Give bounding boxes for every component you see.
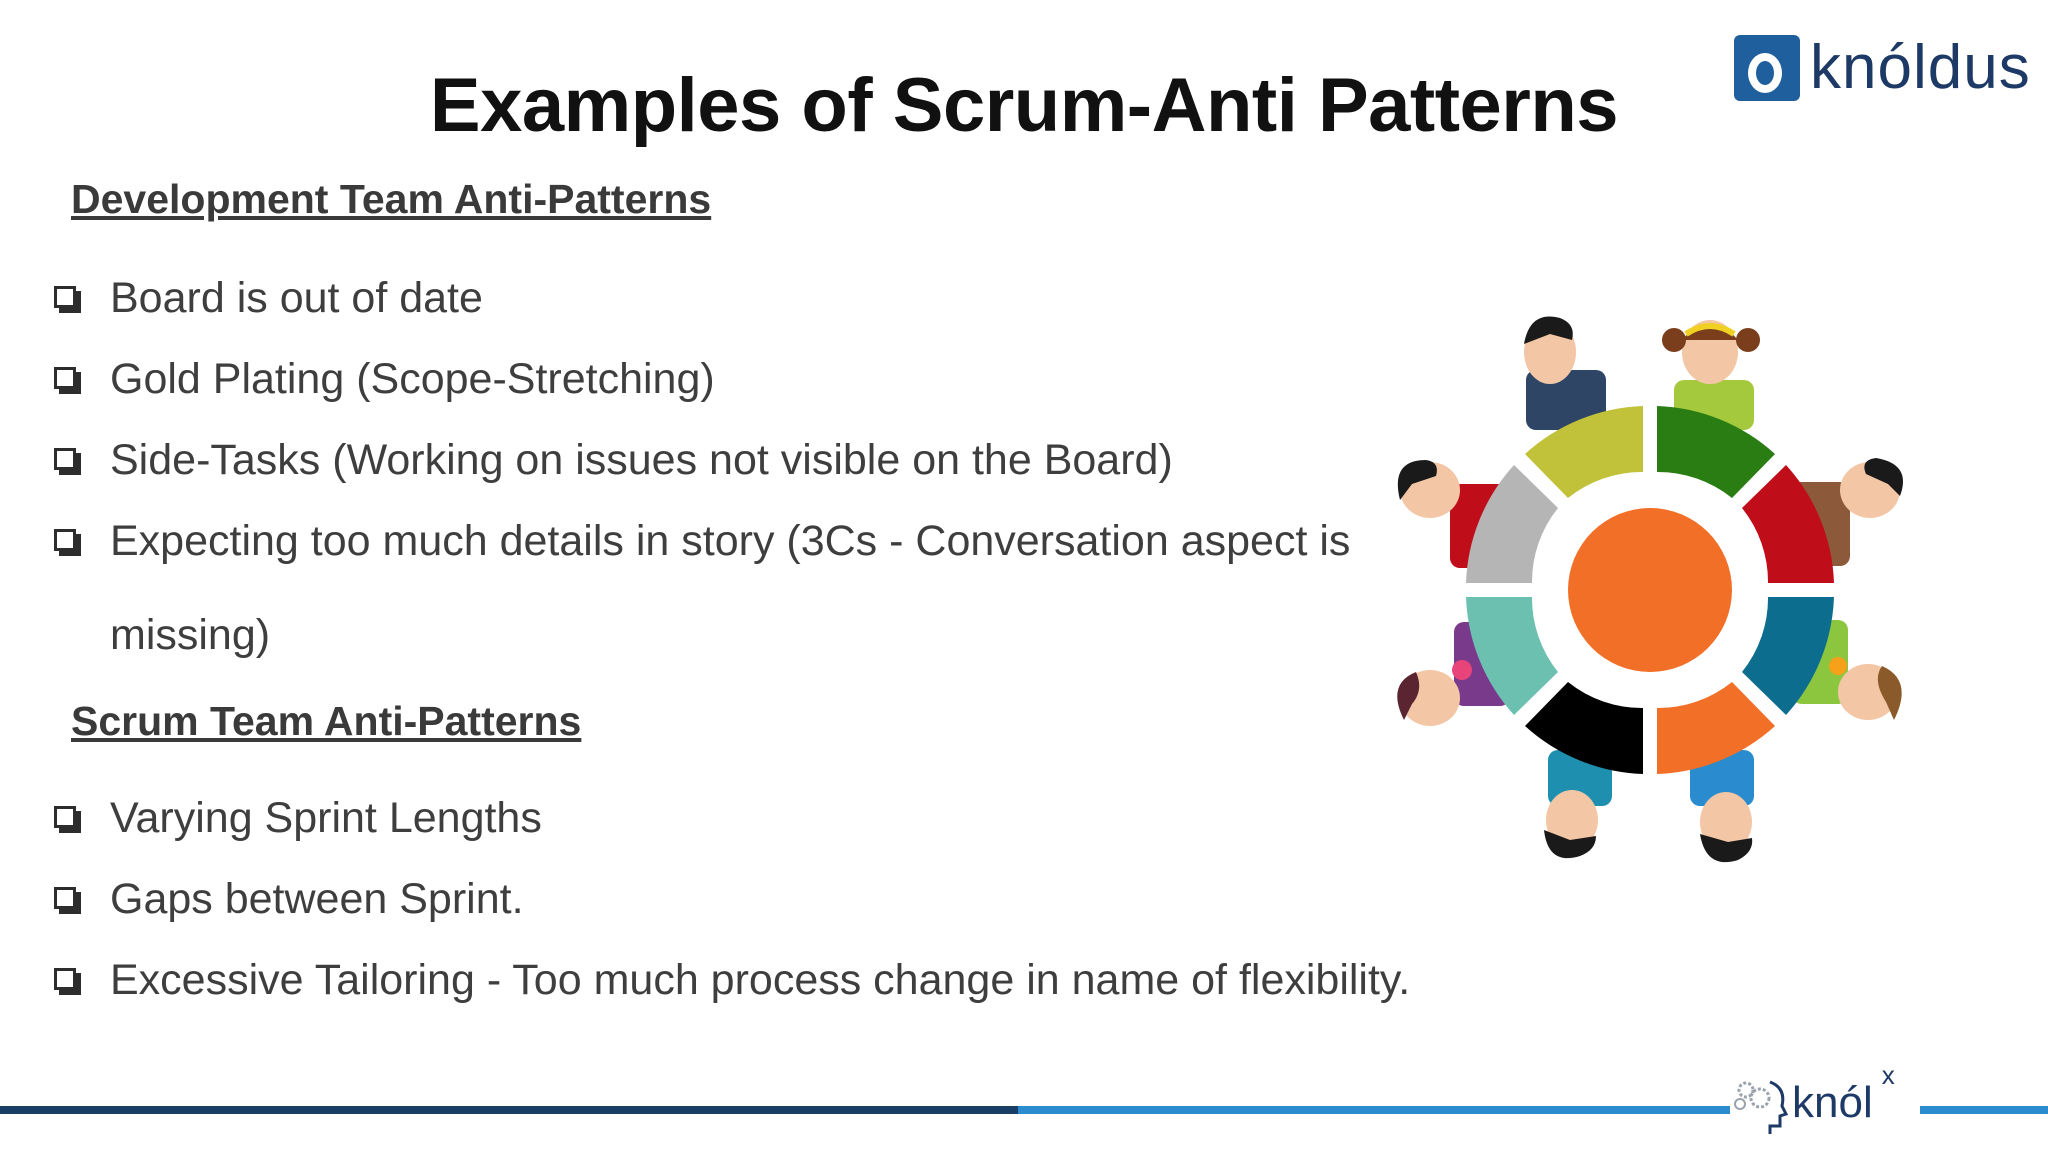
person-bottom-right xyxy=(1690,750,1754,863)
knolx-gears-icon xyxy=(1734,1080,1789,1134)
list-item: Varying Sprint Lengths xyxy=(54,792,1430,844)
list-item-text: Gaps between Sprint. xyxy=(110,875,524,923)
footer-bar-dark xyxy=(0,1106,1018,1114)
round-table xyxy=(1466,406,1834,774)
knoldus-logo-text: knóldus xyxy=(1810,33,2031,102)
checkbox-icon xyxy=(54,448,81,475)
person-top-right xyxy=(1662,320,1760,430)
list-item: Expecting too much details in story (3Cs… xyxy=(54,494,1420,682)
scrum-team-anti-patterns-list: Varying Sprint Lengths Gaps between Spri… xyxy=(54,792,1430,1035)
checkbox-icon xyxy=(54,529,81,556)
list-item-text: Expecting too much details in story (3Cs… xyxy=(110,517,1351,659)
list-item-text: Gold Plating (Scope-Stretching) xyxy=(110,355,715,403)
knoldus-logo-icon xyxy=(1734,35,1800,101)
list-item: Gold Plating (Scope-Stretching) xyxy=(54,353,1430,405)
checkbox-icon xyxy=(54,806,81,833)
knolx-superscript: x xyxy=(1881,1060,1895,1090)
list-item: Board is out of date xyxy=(54,272,1430,324)
footer-bar-light xyxy=(1018,1106,2048,1114)
checkbox-icon xyxy=(54,367,81,394)
knolx-brand-text: knól xyxy=(1792,1078,1873,1127)
knoldus-logo: knóldus xyxy=(1734,32,2031,104)
list-item-text: Board is out of date xyxy=(110,274,483,322)
section-heading-development: Development Team Anti-Patterns xyxy=(71,176,712,222)
team-round-table-illustration xyxy=(1397,316,1903,863)
list-item: Gaps between Sprint. xyxy=(54,873,1430,925)
list-item-text: Excessive Tailoring - Too much process c… xyxy=(110,956,1411,1004)
table-center xyxy=(1568,508,1732,672)
list-item-text: Varying Sprint Lengths xyxy=(110,794,542,842)
list-item: Side-Tasks (Working on issues not visibl… xyxy=(54,434,1430,486)
list-item-text: Side-Tasks (Working on issues not visibl… xyxy=(110,436,1173,484)
checkbox-icon xyxy=(54,887,81,914)
list-item: Excessive Tailoring - Too much process c… xyxy=(54,954,1430,1006)
checkbox-icon xyxy=(54,968,81,995)
development-anti-patterns-list: Board is out of date Gold Plating (Scope… xyxy=(54,272,1430,676)
slide-title: Examples of Scrum-Anti Patterns xyxy=(429,63,1619,148)
checkbox-icon xyxy=(54,286,81,313)
section-heading-scrum-team: Scrum Team Anti-Patterns xyxy=(71,698,582,744)
person-top-left xyxy=(1524,316,1606,430)
